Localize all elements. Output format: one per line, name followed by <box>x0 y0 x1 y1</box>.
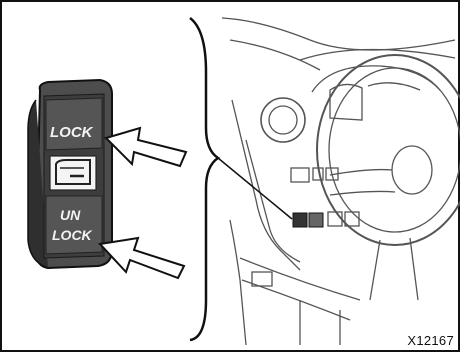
arrow-icon <box>97 236 186 280</box>
dashboard-lock-switch <box>292 212 324 228</box>
arrow-icon <box>104 126 188 168</box>
pointer-line <box>217 157 293 220</box>
unlock-label-line2: LOCK <box>52 227 93 243</box>
lock-label: LOCK <box>50 124 94 141</box>
figure-code: X12167 <box>407 333 454 348</box>
lock-switch-detail: LOCK UN LOCK <box>27 78 113 270</box>
unlock-label-line1: UN <box>60 207 81 223</box>
dashboard-drawing <box>221 17 460 346</box>
